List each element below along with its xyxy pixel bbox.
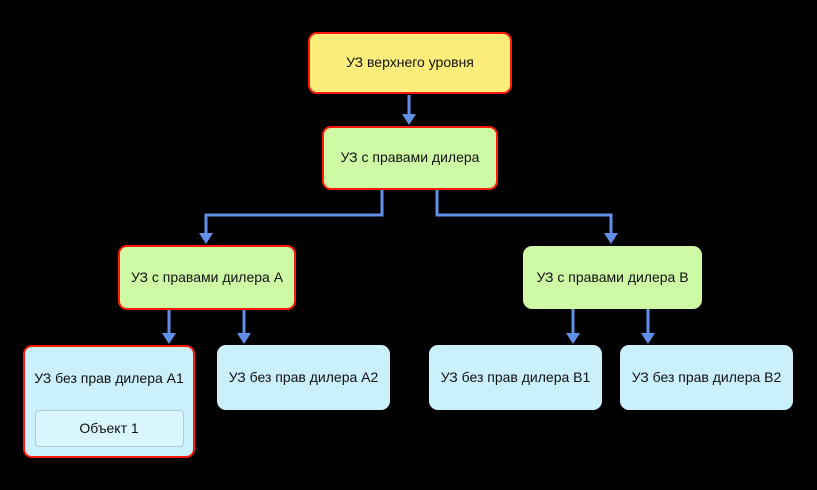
node-dealer-account-label: УЗ с правами дилера <box>340 149 480 166</box>
arrowhead-dealer-b-b2 <box>641 333 655 344</box>
node-root-account[interactable]: УЗ верхнего уровня <box>308 32 512 94</box>
node-no-dealer-a1[interactable]: УЗ без прав дилера A1 Объект 1 <box>23 345 195 458</box>
node-no-dealer-a1-label: УЗ без прав дилера A1 <box>34 369 184 386</box>
arrowhead-dealer-a-a1 <box>162 333 176 344</box>
node-no-dealer-b2[interactable]: УЗ без прав дилера B2 <box>620 345 793 410</box>
node-no-dealer-a1-label-area: УЗ без прав дилера A1 <box>25 347 193 410</box>
node-root-account-label: УЗ верхнего уровня <box>346 54 474 71</box>
node-no-dealer-a2[interactable]: УЗ без прав дилера A2 <box>217 345 390 410</box>
edge-dealer-dealer-a <box>204 190 384 233</box>
node-dealer-a-label: УЗ с правами дилера A <box>130 268 284 285</box>
node-no-dealer-b1[interactable]: УЗ без прав дилера B1 <box>429 345 602 410</box>
arrowhead-dealer-dealer-b <box>604 233 618 244</box>
node-dealer-b[interactable]: УЗ с правами дилера B <box>523 246 702 309</box>
edge-dealer-dealer-b <box>435 190 613 233</box>
node-dealer-account[interactable]: УЗ с правами дилера <box>322 126 498 190</box>
node-no-dealer-a2-label: УЗ без прав дилера A2 <box>228 368 379 385</box>
node-object-1-label: Объект 1 <box>79 419 139 436</box>
node-dealer-b-label: УЗ с правами дилера B <box>536 268 689 285</box>
node-object-1[interactable]: Объект 1 <box>34 410 184 447</box>
arrowhead-dealer-b-b1 <box>566 333 580 344</box>
node-dealer-a[interactable]: УЗ с правами дилера A <box>118 245 296 310</box>
arrowhead-root-dealer <box>402 114 416 125</box>
node-no-dealer-b1-label: УЗ без прав дилера B1 <box>440 368 591 385</box>
arrowhead-dealer-dealer-a <box>199 233 213 244</box>
arrowhead-dealer-a-a2 <box>237 333 251 344</box>
node-no-dealer-b2-label: УЗ без прав дилера B2 <box>631 368 782 385</box>
